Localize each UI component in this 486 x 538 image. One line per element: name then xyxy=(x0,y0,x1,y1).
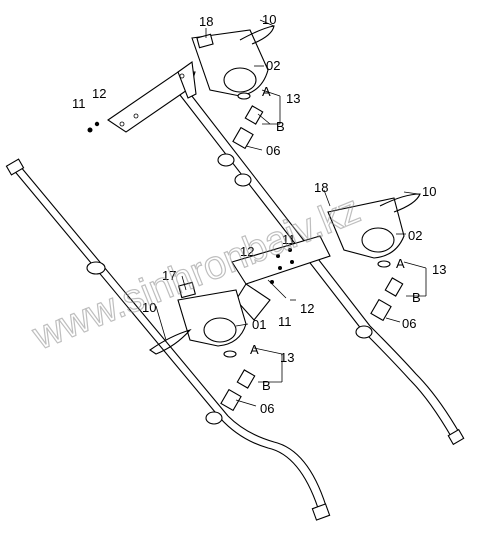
label-13-right: 13 xyxy=(432,262,446,277)
label-18-upper: 18 xyxy=(199,14,213,29)
right-bracket xyxy=(231,235,331,321)
upper-fittings xyxy=(87,105,264,150)
leader-lines xyxy=(155,19,427,407)
label-B-upper: B xyxy=(276,119,285,134)
right-cylinder xyxy=(327,193,421,268)
upper-bracket xyxy=(107,61,197,133)
label-12-upper: 12 xyxy=(92,86,106,101)
label-A-right: A xyxy=(396,256,405,271)
label-06-upper: 06 xyxy=(266,143,280,158)
label-B-right: B xyxy=(412,290,421,305)
right-fittings xyxy=(370,277,404,322)
label-12-right-top: 12 xyxy=(240,244,254,259)
label-17: 17 xyxy=(162,268,176,283)
label-B-lower: B xyxy=(262,378,271,393)
label-13-upper: 13 xyxy=(286,91,300,106)
label-11-right: 11 xyxy=(282,232,296,247)
label-A-upper: A xyxy=(262,84,271,99)
tube-middle xyxy=(179,90,465,446)
callout-labels: 18 10 02 12 11 A 13 B 06 18 10 02 11 12 … xyxy=(72,12,446,416)
label-18-right: 18 xyxy=(314,180,328,195)
label-12-lower: 12 xyxy=(300,301,314,316)
upper-cylinder xyxy=(191,25,275,100)
lower-fittings xyxy=(205,369,256,425)
label-11-upper: 11 xyxy=(72,96,86,111)
label-10-lower: 10 xyxy=(142,300,156,315)
lower-cylinder xyxy=(149,281,247,358)
label-06-right: 06 xyxy=(402,316,416,331)
label-11-lower: 11 xyxy=(278,314,292,329)
tube-left xyxy=(5,158,331,521)
label-A-lower: A xyxy=(250,342,259,357)
label-10-right: 10 xyxy=(422,184,436,199)
label-10-upper: 10 xyxy=(262,12,276,27)
label-02-upper: 02 xyxy=(266,58,280,73)
label-06-lower: 06 xyxy=(260,401,274,416)
label-13-lower: 13 xyxy=(280,350,294,365)
label-01: 01 xyxy=(252,317,266,332)
label-02-right: 02 xyxy=(408,228,422,243)
